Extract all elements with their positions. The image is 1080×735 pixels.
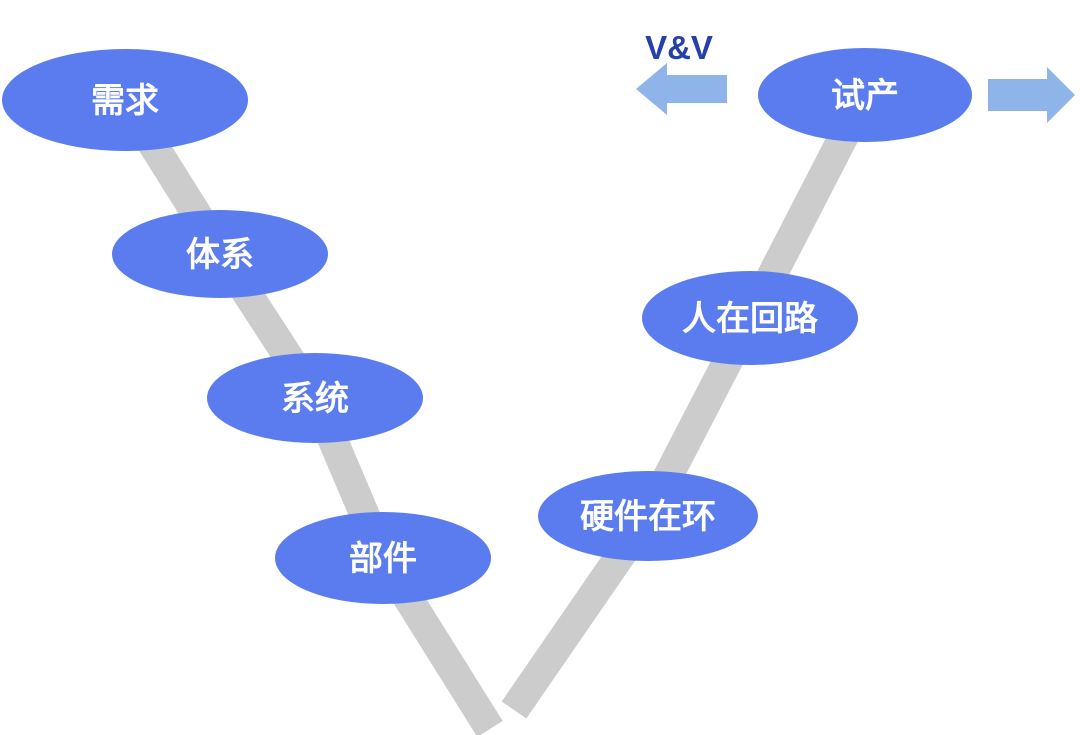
node-architecture-shape [112,210,328,298]
node-hardware-in-loop-label: 硬件在环 [580,498,716,536]
node-hardware-in-loop-shape [538,471,758,561]
node-component-label: 部件 [349,540,417,578]
node-requirements-shape [2,49,248,151]
node-trial-production-label: 试产 [831,77,899,115]
node-component-shape [275,512,491,604]
node-component: 部件 [275,512,491,604]
v-right-branch-line [501,88,879,719]
node-requirements: 需求 [2,49,248,151]
arrow-left-icon [636,63,727,115]
node-hardware-in-loop: 硬件在环 [538,471,758,561]
node-human-in-loop-label: 人在回路 [682,300,819,338]
node-system-shape [207,353,423,443]
node-architecture-label: 体系 [186,236,254,274]
node-system: 系统 [207,353,423,443]
vv-label: V&V [645,29,713,66]
node-system-label: 系统 [281,380,349,418]
node-requirements-label: 需求 [91,82,159,120]
node-human-in-loop: 人在回路 [642,271,858,365]
node-architecture: 体系 [112,210,328,298]
node-trial-production: 试产 [758,48,972,142]
node-human-in-loop-shape [642,271,858,365]
node-trial-production-shape [758,48,972,142]
arrow-right-icon [988,67,1075,123]
